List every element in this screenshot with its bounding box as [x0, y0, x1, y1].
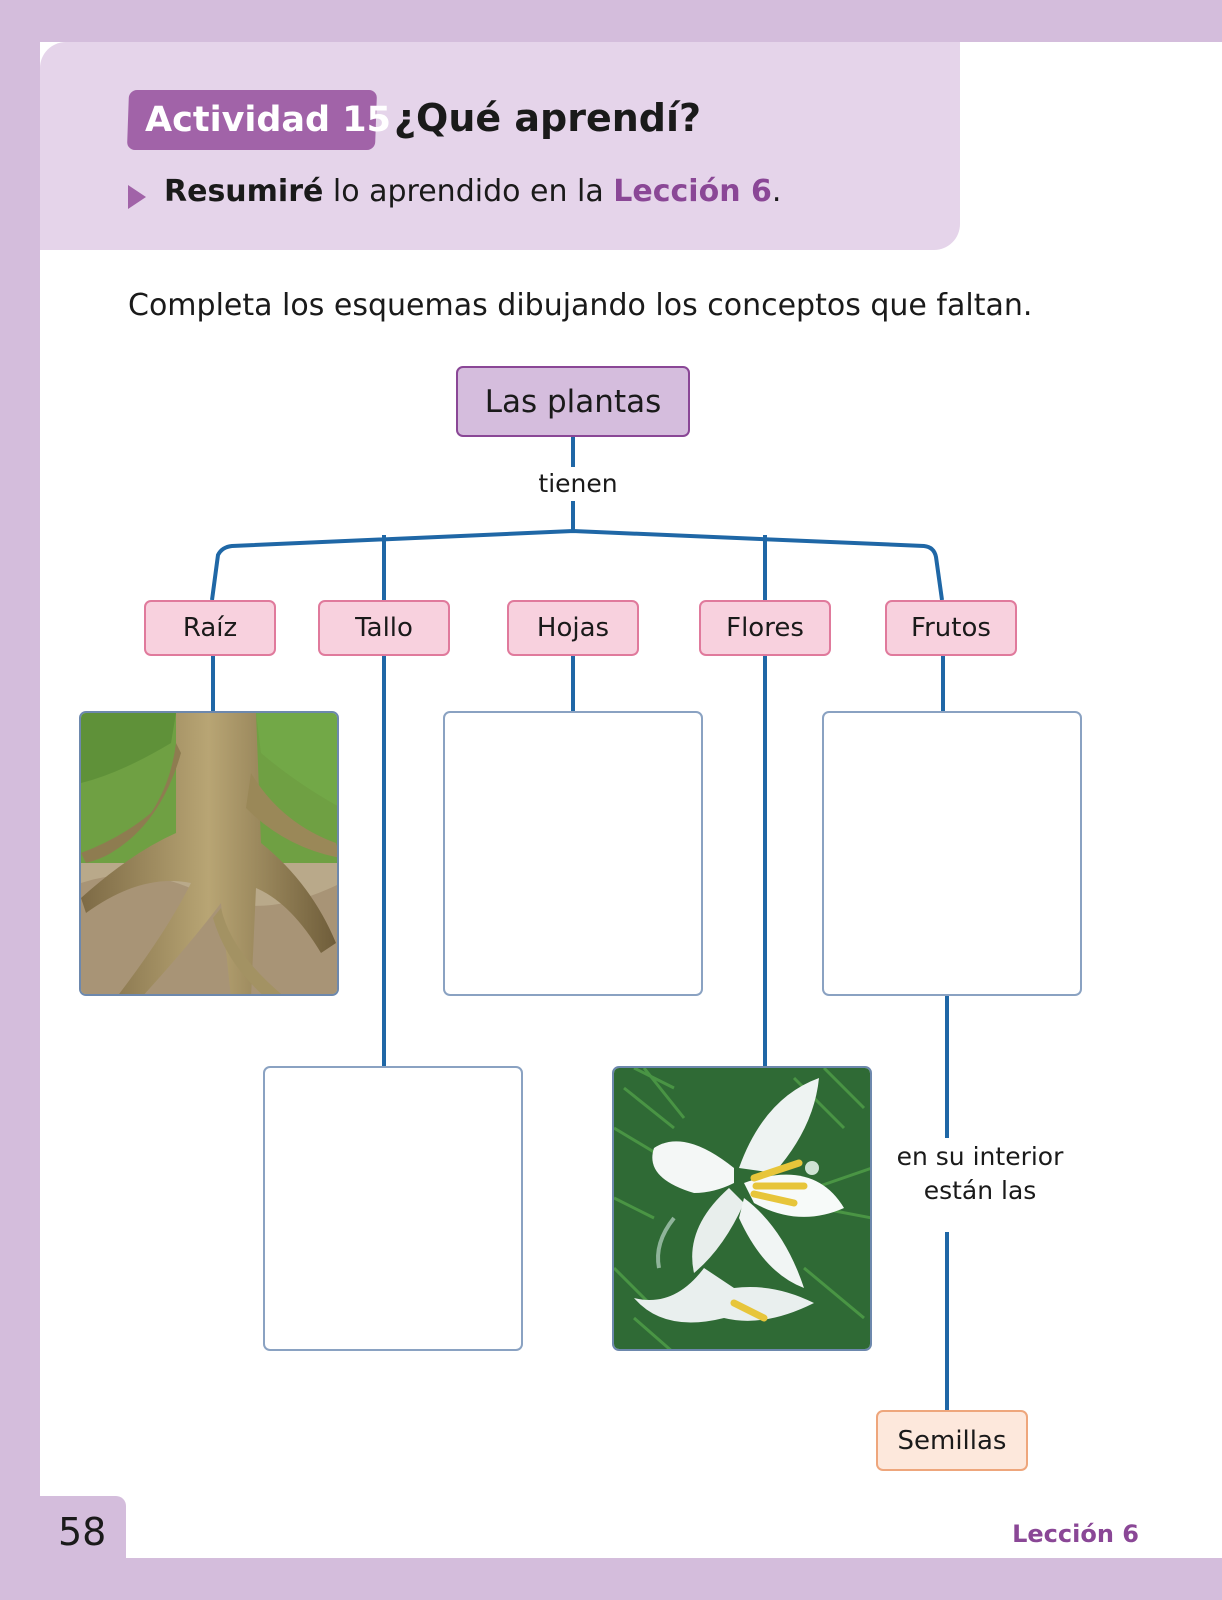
- part-flores: Flores: [699, 600, 831, 656]
- fruit-interior-label-line1: en su interior: [896, 1142, 1064, 1171]
- tree-roots-photo-icon: [81, 713, 337, 994]
- objective-middle: lo aprendido en la: [323, 174, 614, 209]
- part-tallo: Tallo: [318, 600, 450, 656]
- page-number-tab: [40, 1496, 126, 1558]
- fruit-interior-label: en su interior están las: [880, 1138, 1080, 1232]
- hojas-drawing-box[interactable]: [443, 711, 703, 996]
- tallo-drawing-box[interactable]: [263, 1066, 523, 1351]
- frutos-drawing-box[interactable]: [822, 711, 1082, 996]
- objective-end: .: [771, 174, 782, 209]
- objective-text: Resumiré lo aprendido en la Lección 6.: [164, 174, 781, 209]
- bullet-arrow-icon: [128, 185, 146, 209]
- part-hojas: Hojas: [507, 600, 639, 656]
- footer-lesson-label: Lección 6: [1012, 1520, 1139, 1548]
- objective-lesson: Lección 6: [613, 174, 772, 209]
- root-concept-las-plantas: Las plantas: [456, 366, 690, 437]
- flores-lily-image: [612, 1066, 872, 1351]
- page-number: 58: [58, 1510, 107, 1554]
- raiz-roots-image: [79, 711, 339, 996]
- branch-bar-line: [210, 528, 944, 601]
- fruit-interior-label-line2: están las: [923, 1176, 1037, 1205]
- objective-verb: Resumiré: [164, 174, 324, 209]
- activity-badge-label: Actividad 15: [145, 100, 391, 140]
- part-raiz: Raíz: [144, 600, 276, 656]
- page-title: ¿Qué aprendí?: [394, 96, 702, 140]
- white-lily-photo-icon: [614, 1068, 870, 1349]
- instruction-text: Completa los esquemas dibujando los conc…: [128, 288, 1033, 323]
- part-frutos: Frutos: [885, 600, 1017, 656]
- connector-label-tienen: tienen: [538, 467, 618, 501]
- concept-semillas: Semillas: [876, 1410, 1028, 1471]
